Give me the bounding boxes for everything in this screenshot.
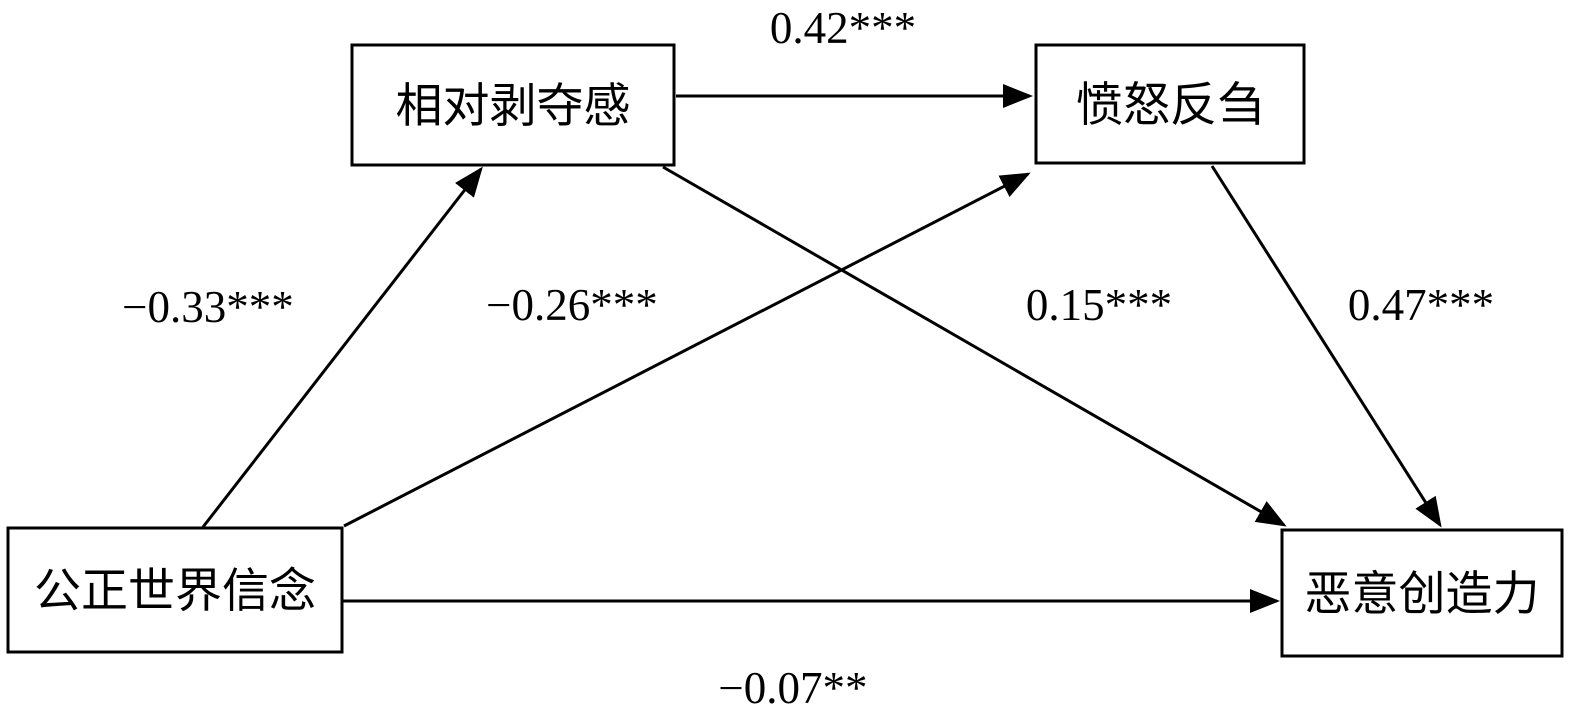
path-justworld-to-rumination-arrow	[343, 172, 1031, 528]
relative-deprivation-box	[350, 43, 676, 167]
node-relative-deprivation: 相对剥夺感	[350, 43, 676, 167]
node-malevolent-creativity: 恶意创造力	[1280, 528, 1564, 658]
path-justworld-to-deprivation-arrow	[201, 166, 483, 528]
coef-rumination-to-creativity: 0.47***	[1348, 280, 1494, 330]
just-world-belief-box	[6, 526, 344, 654]
node-just-world-belief: 公正世界信念	[6, 526, 344, 654]
anger-rumination-box	[1034, 43, 1306, 165]
relative-deprivation-label: 相对剥夺感	[396, 81, 631, 133]
path-rumination-to-creativity-arrow	[1210, 165, 1442, 528]
coef-justworld-to-creativity: −0.07**	[718, 663, 867, 713]
node-anger-rumination: 愤怒反刍	[1034, 43, 1306, 165]
malevolent-creativity-box	[1280, 528, 1564, 658]
coef-deprivation-to-creativity: 0.15***	[1026, 280, 1172, 330]
coef-justworld-to-rumination: −0.26***	[486, 280, 658, 330]
path-deprivation-to-creativity-arrow	[662, 165, 1287, 527]
coef-justworld-to-deprivation: −0.33***	[122, 282, 294, 332]
coef-deprivation-to-rumination: 0.42***	[770, 3, 916, 53]
just-world-belief-label: 公正世界信念	[34, 566, 316, 618]
malevolent-creativity-label: 恶意创造力	[1305, 569, 1540, 621]
anger-rumination-label: 愤怒反刍	[1076, 80, 1264, 132]
